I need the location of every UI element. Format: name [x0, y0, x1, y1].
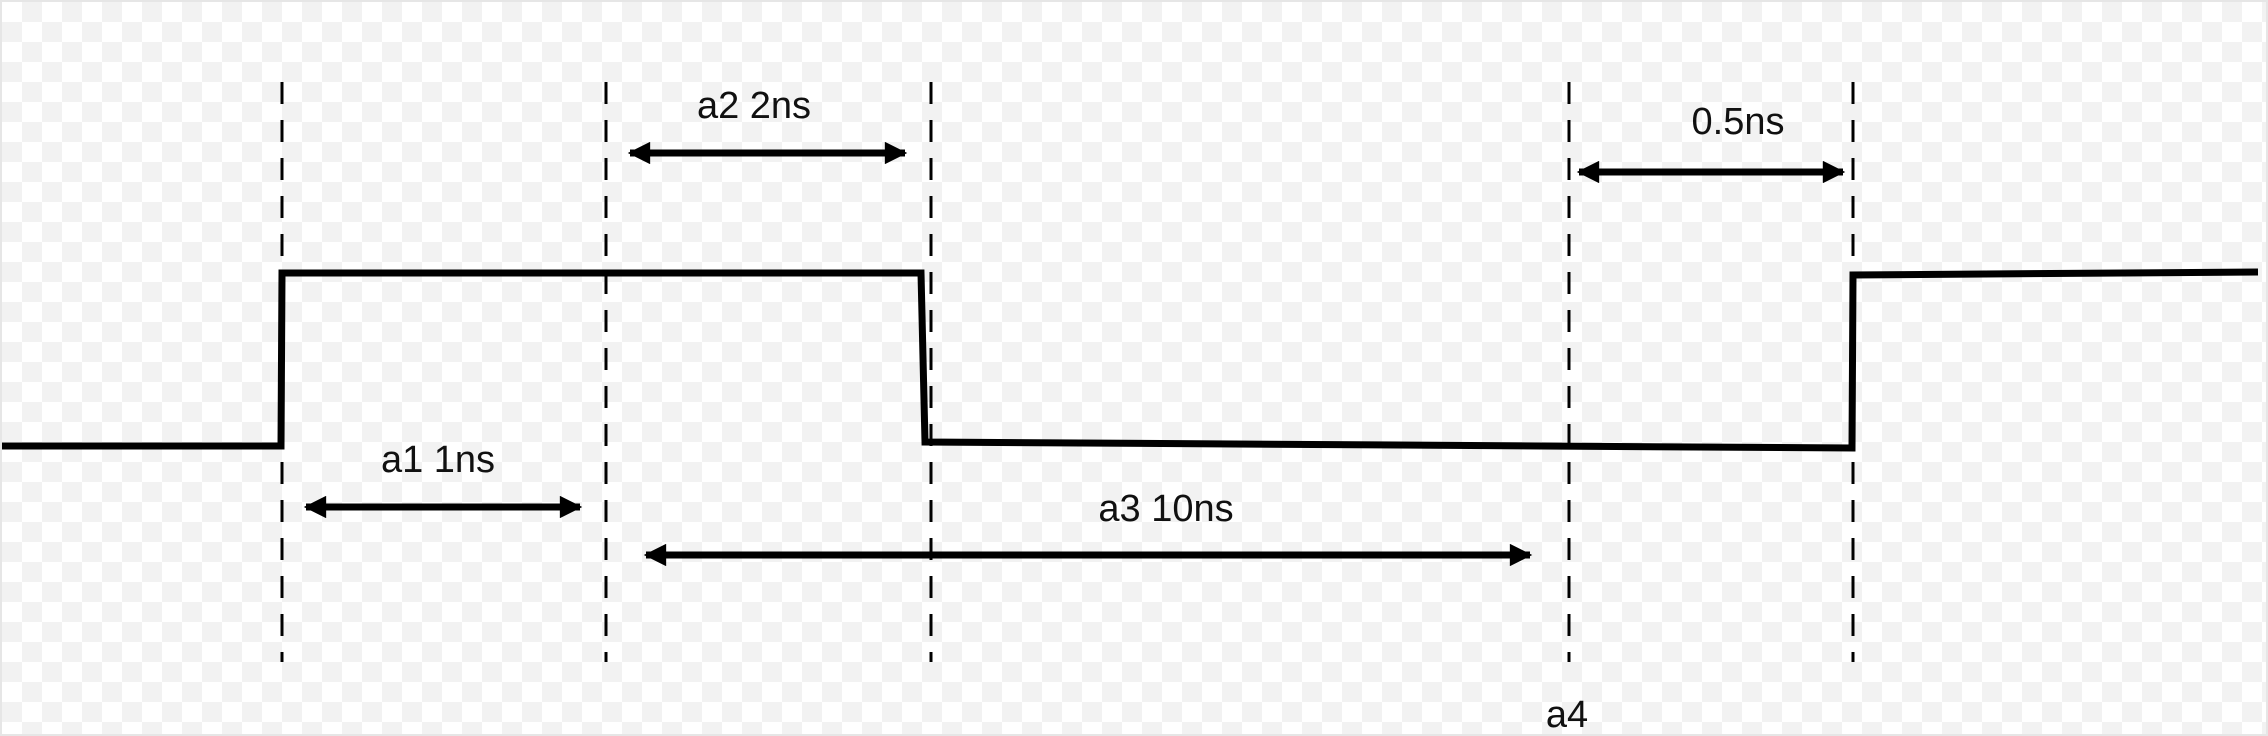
dimension-arrows: [303, 141, 1846, 567]
guide-lines: [280, 82, 1855, 662]
label-a3: a3 10ns: [1098, 488, 1233, 530]
label-a1: a1 1ns: [381, 439, 495, 481]
label-a4: a4: [1546, 694, 1588, 736]
signal-waveform: [2, 268, 2259, 452]
label-half-ns: 0.5ns: [1692, 101, 1785, 143]
label-a2: a2 2ns: [697, 85, 811, 127]
